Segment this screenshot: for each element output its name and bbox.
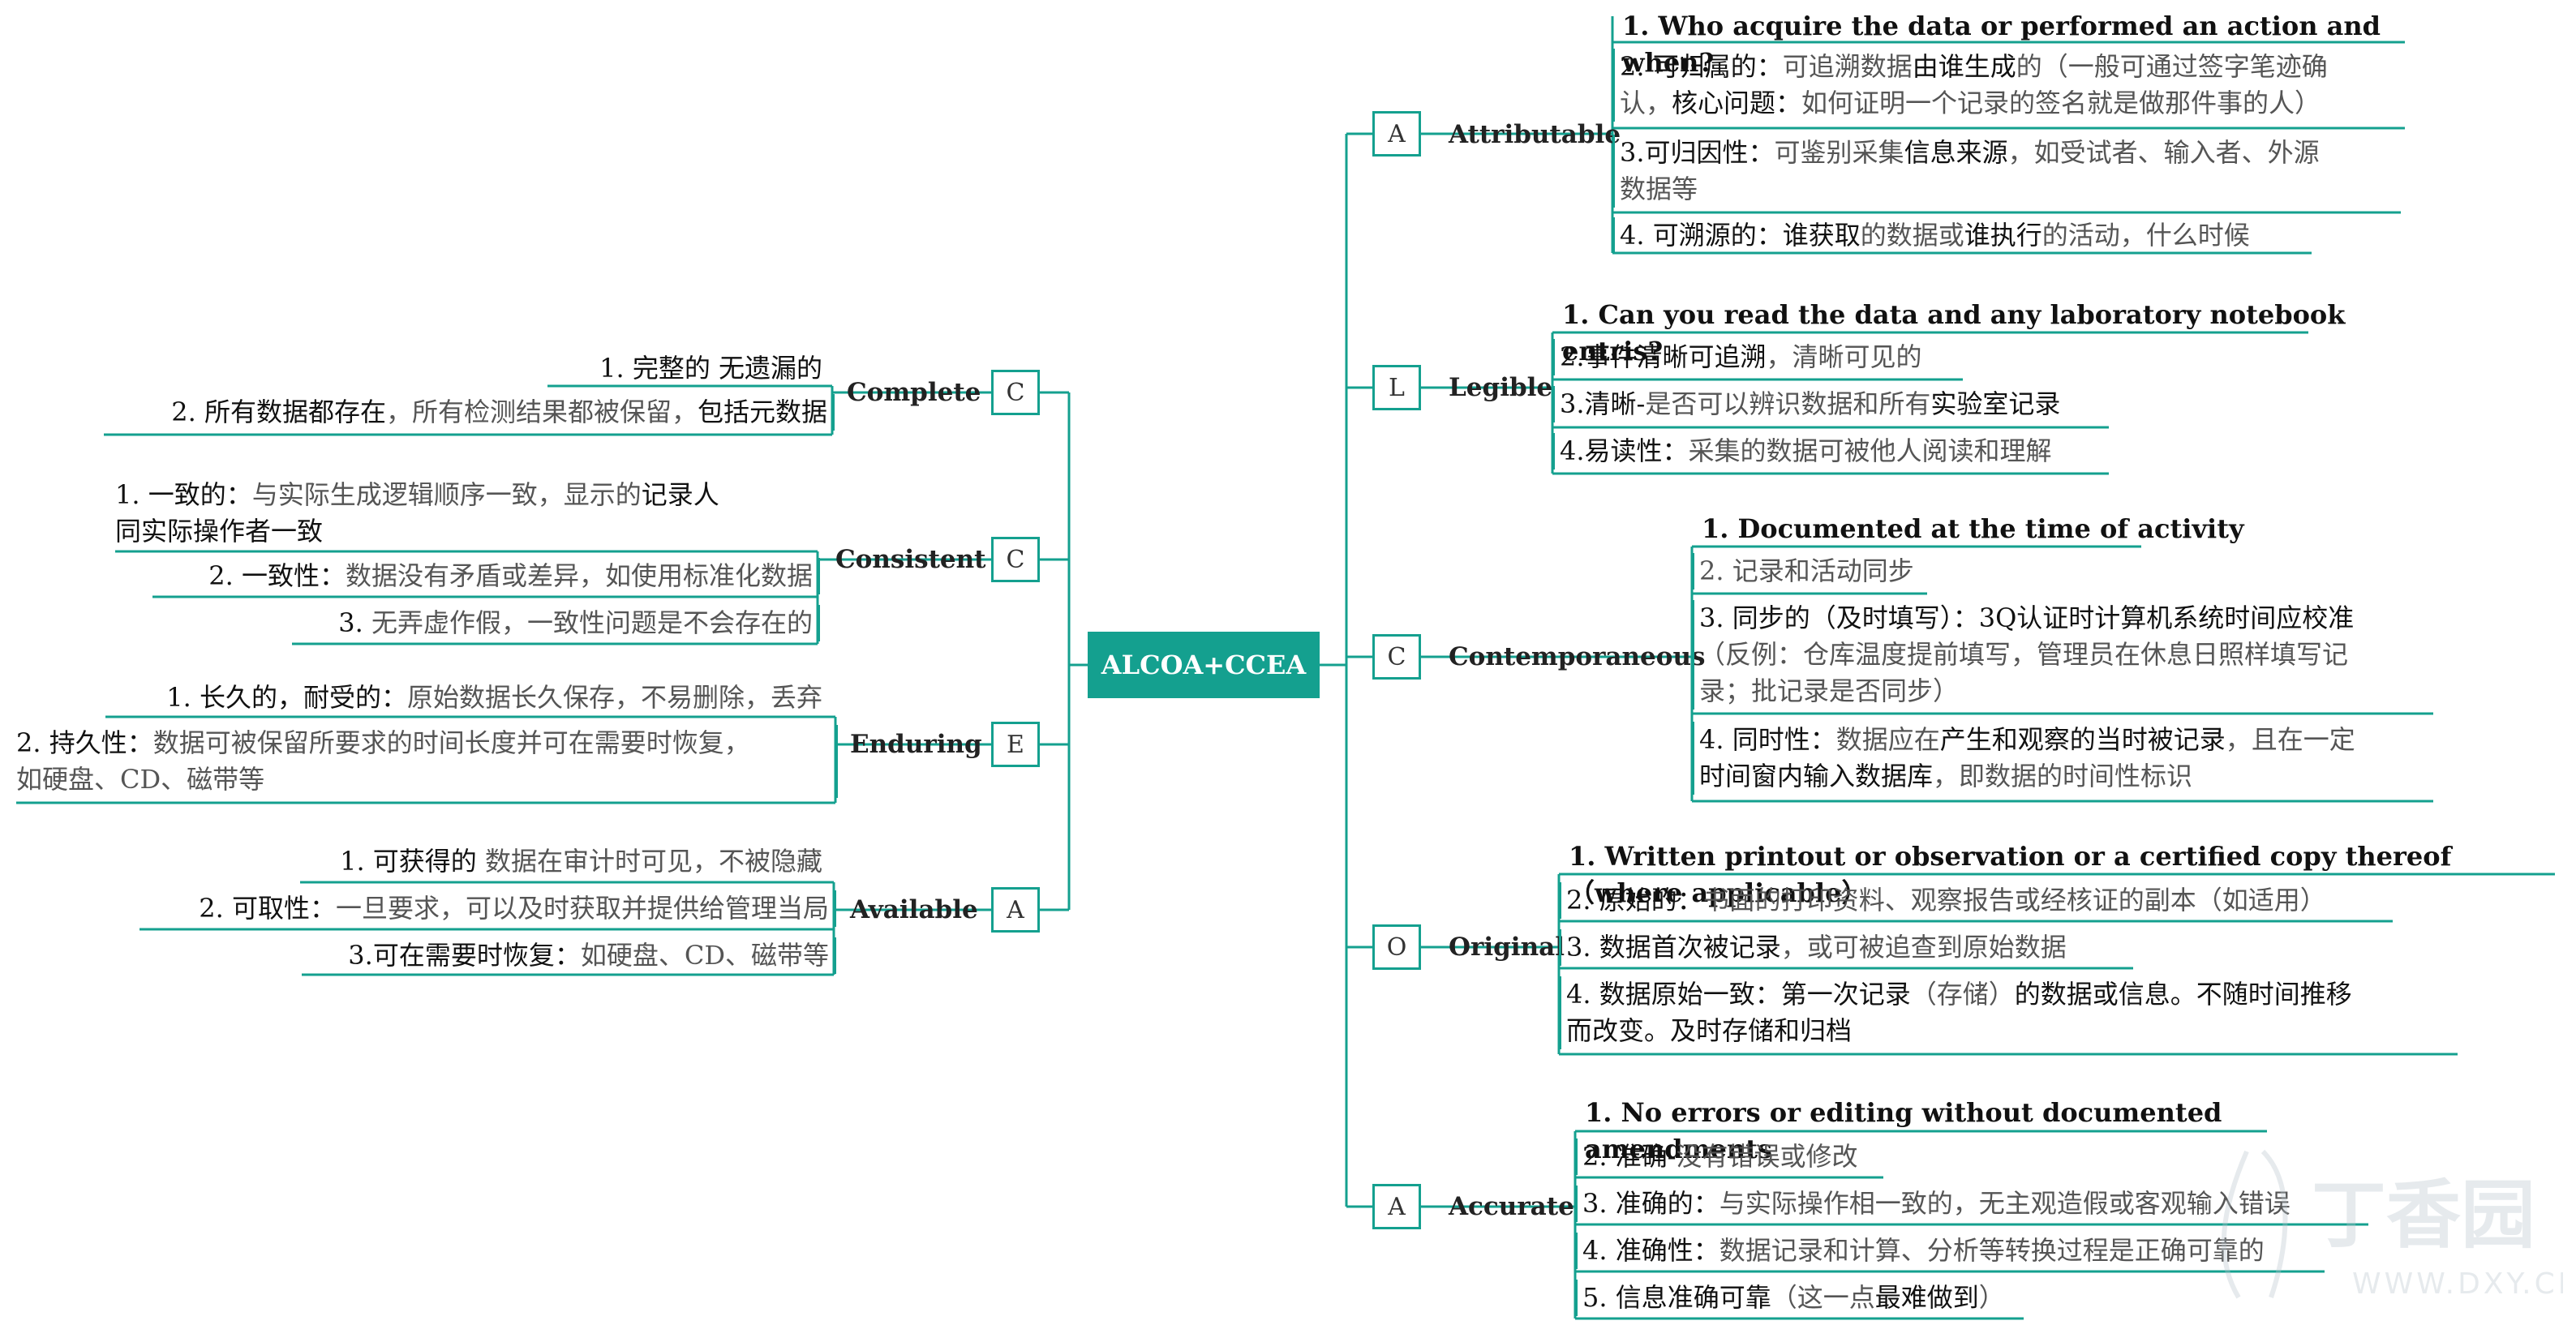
accurate-item-2: 2. 准确-没有错误或修改 [1575,1138,2386,1175]
branch-label-enduring[interactable]: Enduring [850,730,982,759]
legible-item-1: 1. Can you read the data and any laborat… [1562,299,2346,367]
original-item-3: 3. 数据首次被记录，或可被追查到原始数据 [1559,929,2451,966]
attributable-item-1: 1. Who acquire the data or performed an … [1622,11,2381,78]
attributable-item-4: 4. 可溯源的：谁获取的数据或谁执行的活动，什么时候 [1612,217,2407,254]
available-item-1: 1. 可获得的 数据在审计时可见，不被隐藏 [340,846,822,877]
enduring-item-1: 1. 长久的，耐受的：原始数据长久保存，不易删除，丢弃 [166,682,822,713]
legible-item-4: 4.易读性：采集的数据可被他人阅读和理解 [1552,433,2120,470]
original-item-2: 2. 原始的：书面的打印资料、观察报告或经核证的副本（如适用） [1559,882,2451,919]
available-item-3: 3.可在需要时恢复：如硬盘、CD、磁带等 [130,937,836,974]
original-item-4: 4. 数据原始一致：第一次记录（存储）的数据或信息。不随时间推移而改变。及时存储… [1559,976,2451,1049]
contemporaneous-item-4: 4. 同时性：数据应在产生和观察的当时被记录，且在一定时间窗内输入数据库，即数据… [1692,722,2438,795]
branch-label-legible[interactable]: Legible [1449,373,1553,402]
watermark-url-text: WWW.DXY.CN [2352,1267,2563,1301]
node-letter-attributable[interactable]: A [1372,111,1421,157]
node-letter-contemporaneous[interactable]: C [1372,634,1421,680]
root-node[interactable]: ALCOA+CCEA [1088,632,1320,698]
legible-item-3: 3.清晰-是否可以辨识数据和所有实验室记录 [1552,386,2120,422]
node-letter-legible[interactable]: L [1372,365,1421,410]
accurate-item-4: 4. 准确性：数据记录和计算、分析等转换过程是正确可靠的 [1575,1233,2386,1269]
branch-label-contemporaneous[interactable]: Contemporaneous [1449,642,1706,671]
legible-item-2: 2.事件清晰可追溯，清晰可见的 [1552,339,2120,375]
accurate-item-3: 3. 准确的：与实际操作相一致的，无主观造假或客观输入错误 [1575,1186,2386,1222]
node-letter-available[interactable]: A [991,887,1040,933]
consistent-item-2: 2. 一致性：数据没有矛盾或差异，如使用标准化数据 [122,558,820,594]
node-letter-enduring[interactable]: E [991,722,1040,767]
complete-item-1: 1. 完整的 无遗漏的 [599,353,822,384]
branch-label-original[interactable]: Original [1449,933,1565,962]
node-letter-complete[interactable]: C [991,370,1040,415]
accurate-item-1: 1. No errors or editing without document… [1585,1097,2222,1164]
branch-label-accurate[interactable]: Accurate [1449,1192,1574,1221]
accurate-item-5: 5. 信息准确可靠（这一点最难做到） [1575,1280,2386,1316]
contemporaneous-item-1: 1. Documented at the time of activity [1702,513,2244,544]
consistent-item-3: 3. 无弄虚作假，一致性问题是不会存在的 [122,605,820,641]
contemporaneous-item-2: 2. 记录和活动同步 [1692,553,2260,590]
attributable-item-3: 3.可归因性：可鉴别采集信息来源，如受试者、输入者、外源数据等 [1612,135,2407,208]
node-letter-accurate[interactable]: A [1372,1184,1421,1229]
node-letter-consistent[interactable]: C [991,537,1040,582]
watermark-logo-text: 丁香园 [2312,1172,2535,1259]
enduring-item-2: 2. 持久性：数据可被保留所要求的时间长度并可在需要时恢复，如硬盘、CD、磁带等 [11,725,838,798]
branch-label-available[interactable]: Available [850,895,978,924]
branch-label-complete[interactable]: Complete [847,378,981,407]
original-item-1: 1. Written printout or observation or a … [1569,841,2452,908]
consistent-item-1: 1. 一致的：与实际生成逻辑顺序一致，显示的记录人同实际操作者一致 [115,479,719,547]
branch-label-consistent[interactable]: Consistent [835,545,986,574]
complete-item-2: 2. 所有数据都存在，所有检测结果都被保留，包括元数据 [49,394,835,431]
dxy-watermark-logo: 丁香园 WWW.DXY.CN [2221,1149,2563,1301]
attributable-item-2: 2. 可归属的：可追溯数据由谁生成的（一般可通过签字笔迹确认，核心问题：如何证明… [1612,49,2407,122]
available-item-2: 2. 可取性：一旦要求，可以及时获取并提供给管理当局 [130,890,836,927]
branch-label-attributable[interactable]: Attributable [1449,120,1621,149]
node-letter-original[interactable]: O [1372,924,1421,970]
contemporaneous-item-3: 3. 同步的（及时填写）：3Q认证时计算机系统时间应校准（反例：仓库温度提前填写… [1692,600,2438,710]
